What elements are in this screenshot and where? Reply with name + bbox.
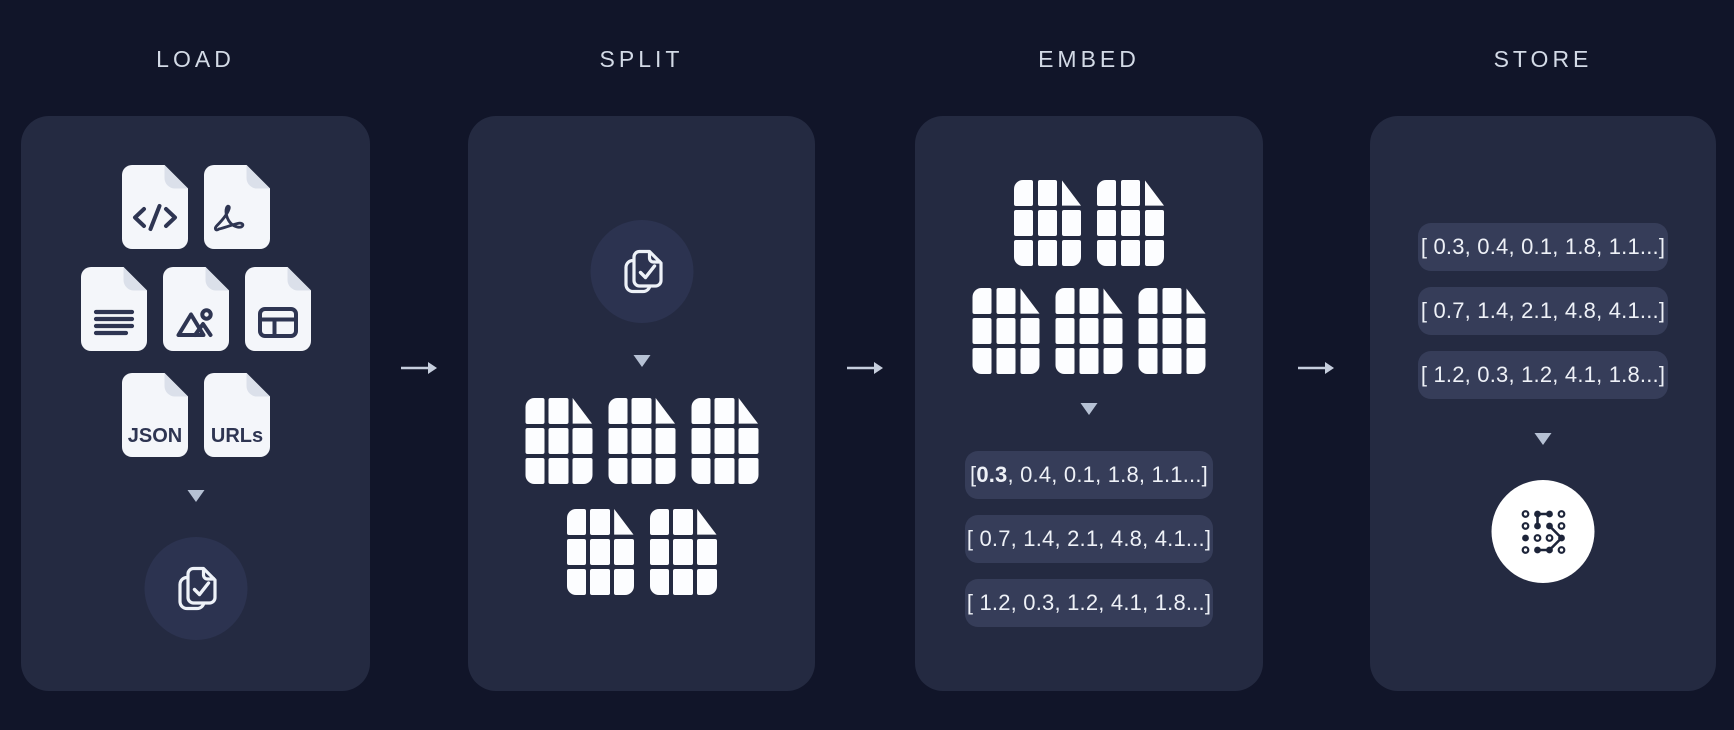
chunk-icon (1097, 180, 1164, 266)
vector-text: [ (970, 462, 977, 487)
vector-text: , 0.4, 0.1, 1.8, 1.1...] (1007, 462, 1208, 487)
urls-file-label: URLs (210, 425, 262, 447)
chunk-row (566, 509, 717, 595)
stage-title-split: SPLIT (599, 46, 684, 72)
load-result-circle (144, 537, 247, 640)
chunk-icon (1138, 288, 1206, 374)
arrow-right-icon (401, 362, 437, 374)
table-file-icon (244, 267, 311, 351)
load-panel: JSON URLs (21, 116, 370, 691)
vector-text: [ 0.3, 0.4, 0.1, 1.8, 1.1...] (1420, 234, 1666, 259)
vector-database-dots-icon (1521, 509, 1565, 554)
arrow-right-icon (847, 362, 883, 374)
vector-text: [ 0.7, 1.4, 2.1, 4.8, 4.1...] (966, 526, 1212, 551)
stage-title-embed: EMBED (1038, 46, 1140, 72)
chunk-icon (608, 398, 675, 484)
text-file-icon (80, 267, 147, 351)
stage-title-load: LOAD (156, 46, 235, 72)
image-file-icon (162, 267, 229, 351)
store-vector-list: [ 0.3, 0.4, 0.1, 1.8, 1.1...] [ 0.7, 1.4… (1418, 223, 1668, 399)
embed-vector-list: [ 0.3, 0.4, 0.1, 1.8, 1.1...] [ 0.7, 1.4… (965, 451, 1213, 627)
stage-title-store: STORE (1493, 46, 1593, 72)
vector-pill: [ 0.7, 1.4, 2.1, 4.8, 4.1...] (965, 515, 1213, 563)
documents-check-icon (178, 566, 217, 610)
triangle-down-icon (633, 355, 650, 367)
vector-database-circle (1491, 480, 1595, 583)
pdf-file-icon (203, 165, 270, 249)
vector-text: [ 1.2, 0.3, 1.2, 4.1, 1.8...] (1420, 362, 1666, 387)
vector-pill: [ 0.7, 1.4, 2.1, 4.8, 4.1...] (1418, 287, 1668, 335)
vector-bold-value: 0.3 (976, 462, 1008, 487)
triangle-down-icon (187, 490, 204, 502)
chunk-row (1014, 180, 1164, 266)
code-file-icon (121, 165, 188, 249)
chunk-icon (972, 288, 1040, 374)
file-row-3: JSON URLs (121, 373, 270, 457)
file-row-2 (80, 267, 311, 351)
urls-file-icon: URLs (203, 373, 270, 457)
chunk-icon (525, 398, 592, 484)
vector-text: [ 0.7, 1.4, 2.1, 4.8, 4.1...] (1420, 298, 1666, 323)
vector-pill: [ 1.2, 0.3, 1.2, 4.1, 1.8...] (1418, 351, 1668, 399)
split-panel (468, 116, 815, 691)
chunk-icon (1014, 180, 1081, 266)
store-panel: [ 0.3, 0.4, 0.1, 1.8, 1.1...] [ 0.7, 1.4… (1370, 116, 1716, 691)
chunk-icon (1055, 288, 1123, 374)
file-row-1 (121, 165, 270, 249)
chunk-icon (691, 398, 758, 484)
chunk-row (525, 398, 758, 484)
vector-pill: [ 0.3, 0.4, 0.1, 1.8, 1.1...] (1418, 223, 1668, 271)
triangle-down-icon (1534, 433, 1552, 445)
chunk-icon (566, 509, 634, 595)
chunk-icon (649, 509, 717, 595)
json-file-icon: JSON (121, 373, 188, 457)
arrow-right-icon (1298, 362, 1334, 374)
vector-pill: [ 1.2, 0.3, 1.2, 4.1, 1.8...] (965, 579, 1213, 627)
triangle-down-icon (1080, 403, 1098, 415)
split-source-circle (590, 220, 693, 323)
documents-check-icon (624, 249, 663, 293)
embed-panel: [ 0.3, 0.4, 0.1, 1.8, 1.1...] [ 0.7, 1.4… (915, 116, 1263, 691)
vector-text: [ 1.2, 0.3, 1.2, 4.1, 1.8...] (966, 590, 1212, 615)
chunk-row (972, 288, 1206, 374)
json-file-label: JSON (127, 425, 181, 447)
vector-pill: [ 0.3, 0.4, 0.1, 1.8, 1.1...] (965, 451, 1213, 499)
